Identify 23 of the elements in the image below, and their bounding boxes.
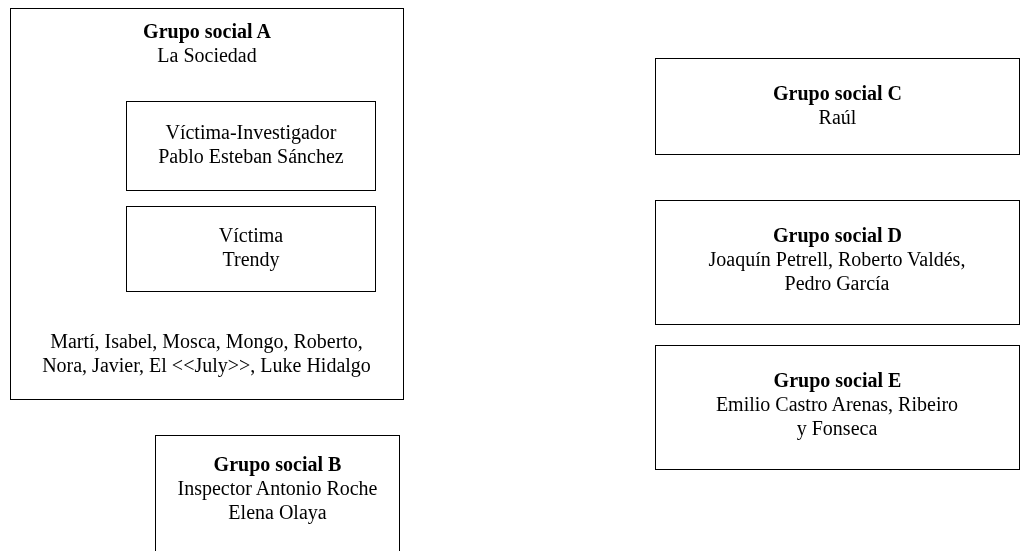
group-box xyxy=(655,345,1020,470)
person-name: Trendy xyxy=(221,247,281,271)
member-names: Joaquín Petrell, Roberto Valdés, Pedro García xyxy=(707,247,967,295)
group-box xyxy=(10,8,404,400)
member-names: Elena Olaya xyxy=(227,500,328,524)
role-box xyxy=(126,101,376,191)
role-label: Víctima xyxy=(217,223,285,247)
group-heading: Grupo social B xyxy=(212,452,343,476)
group-heading: Grupo social D xyxy=(772,223,903,247)
member-names: Raúl xyxy=(817,105,858,129)
group-heading: Grupo social C xyxy=(772,81,903,105)
group-heading: Grupo social E xyxy=(772,368,903,392)
group-box xyxy=(655,58,1020,155)
person-name: Pablo Esteban Sánchez xyxy=(157,144,345,168)
member-names: La Sociedad xyxy=(156,43,258,67)
group-box xyxy=(655,200,1020,325)
member-names: Emilio Castro Arenas, Ribeiro y Fonseca xyxy=(714,392,960,440)
group-box xyxy=(155,435,400,551)
role-box xyxy=(126,206,376,292)
member-names: Martí, Isabel, Mosca, Mongo, Roberto, Nora, Javier, El <<July>>, Luke Hidalgo xyxy=(41,329,372,377)
group-heading: Grupo social A xyxy=(142,19,272,43)
member-names: Inspector Antonio Roche xyxy=(176,476,379,500)
role-label: Víctima-Investigador xyxy=(164,120,338,144)
